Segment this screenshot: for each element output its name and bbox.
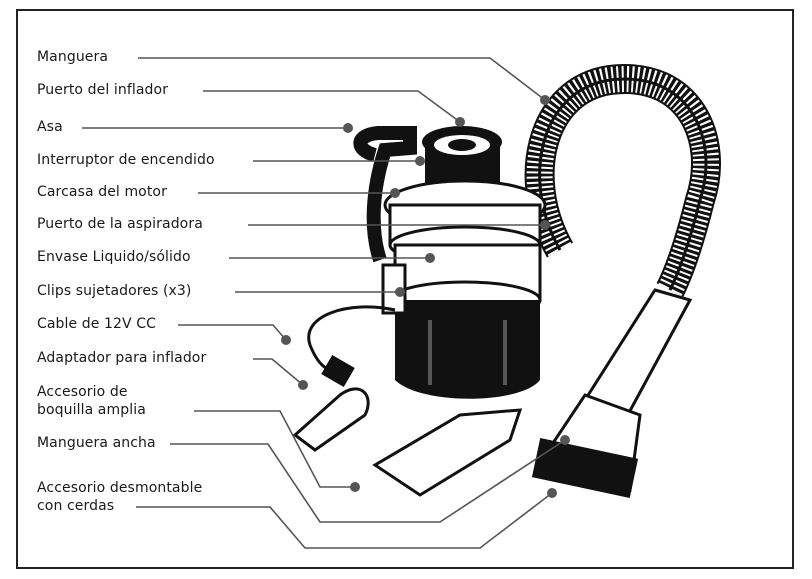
hose-drawing [524, 64, 721, 297]
label-inflator-adapter: Adaptador para inflador [37, 350, 210, 367]
label-container: Envase Liquido/sólido [37, 249, 194, 266]
label-inflator-port: Puerto del inflador [37, 82, 172, 99]
wide-nozzle-drawing [372, 408, 523, 497]
label-hose: Manguera [37, 49, 112, 66]
label-motor-housing: Carcasa del motor [37, 184, 170, 201]
leader-hose [138, 57, 546, 101]
label-clips: Clips sujetadores (x3) [37, 283, 195, 300]
brush-bristles-drawing [531, 438, 639, 498]
label-power-switch: Interruptor de encendido [37, 152, 218, 169]
label-wide-nozzle-line2: boquilla amplia [37, 402, 149, 419]
label-brush-line2: con cerdas [37, 498, 118, 515]
label-handle: Asa [37, 119, 66, 136]
canister-drawing [395, 300, 540, 399]
diagram-frame [16, 9, 794, 569]
leader-brush [136, 492, 553, 549]
label-wide-hose: Manguera ancha [37, 435, 159, 452]
clip-drawing [381, 263, 407, 315]
inflator-adapter-drawing [292, 387, 370, 452]
leader-inflator-adapter [253, 358, 304, 386]
leader-wide-hose [170, 439, 566, 523]
label-brush-line1: Accesorio desmontable [37, 480, 206, 497]
label-cable: Cable de 12V CC [37, 316, 160, 333]
leader-dots [281, 95, 570, 498]
leader-inflator-port [203, 90, 461, 123]
leader-lines [82, 57, 566, 549]
label-wide-nozzle-line1: Accesorio de [37, 384, 131, 401]
leader-cable [178, 324, 287, 341]
leader-wide-nozzle [194, 410, 355, 488]
cable-drawing [307, 305, 396, 377]
handle-drawing [353, 126, 417, 263]
label-vacuum-port: Puerto de la aspiradora [37, 216, 206, 233]
